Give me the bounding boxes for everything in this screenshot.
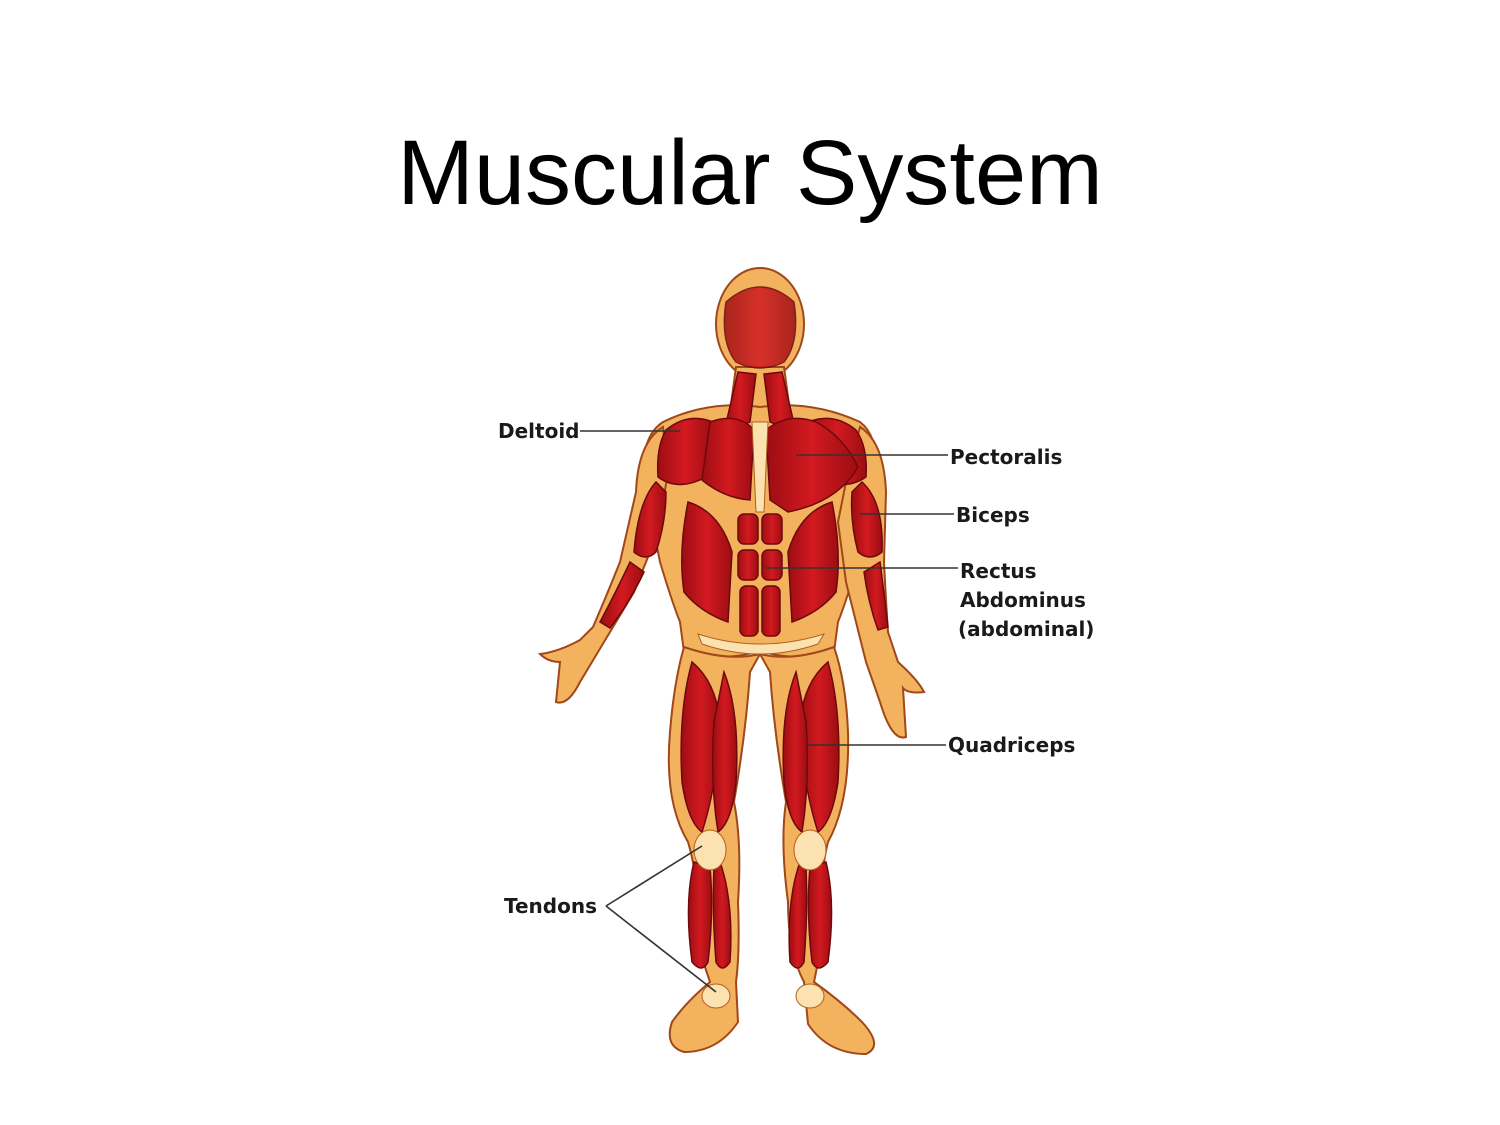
label-biceps: Biceps (956, 503, 1030, 527)
label-pectoralis: Pectoralis (950, 445, 1063, 469)
leader-lines (580, 430, 958, 993)
muscle-figure: Deltoid Pectoralis Biceps Rectus Abdomin… (488, 262, 1105, 1080)
tendons-leader-lower (605, 905, 717, 993)
body-outline (537, 267, 926, 1056)
tendon-layers (693, 421, 827, 1009)
label-deltoid: Deltoid (498, 419, 580, 443)
tendons-leader-upper (605, 845, 703, 907)
label-rectus-line3: (abdominal) (958, 617, 1095, 641)
slide-title: Muscular System (397, 122, 1103, 224)
body-illustration (537, 267, 958, 1056)
label-quadriceps: Quadriceps (948, 733, 1076, 757)
label-rectus-line2: Abdominus (960, 588, 1086, 612)
label-rectus-line1: Rectus (960, 559, 1037, 583)
label-tendons: Tendons (504, 894, 597, 918)
muscle-layers (599, 286, 889, 969)
